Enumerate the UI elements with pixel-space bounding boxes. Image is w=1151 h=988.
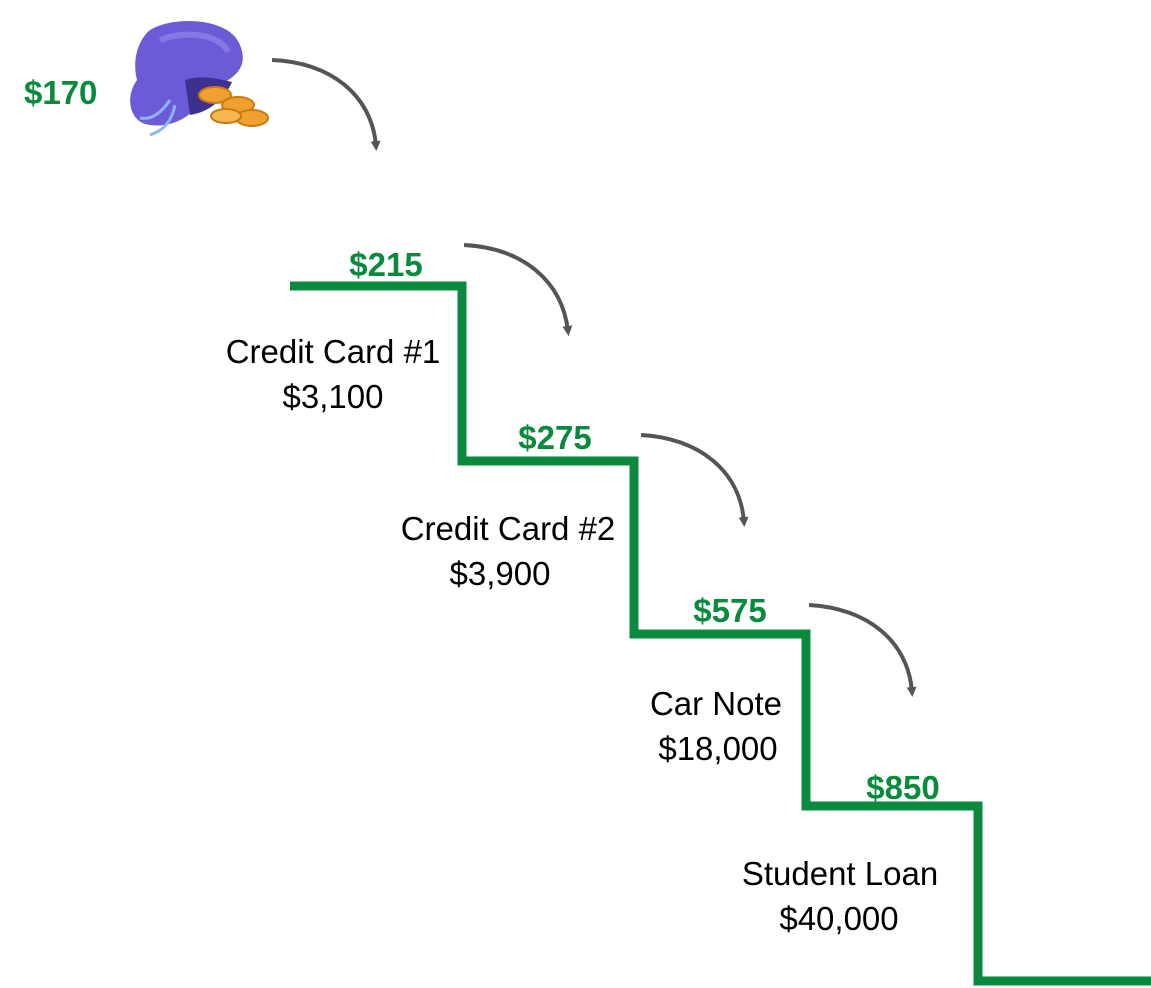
step-payment: $215 [349,246,422,283]
step-debt-balance: $3,100 [283,378,384,415]
step-payment: $575 [693,592,766,629]
curved-arrow-icon [808,603,917,697]
money-bag-icon [130,21,269,137]
step-debt-name: Car Note [650,685,782,722]
step-debt-name: Student Loan [742,855,938,892]
start-amount: $170 [24,74,97,111]
curved-arrow-icon [463,243,573,336]
step-payment: $275 [518,419,591,456]
step-debt-name: Credit Card #1 [226,333,441,370]
curved-arrow-icon [640,433,749,527]
step-debt-balance: $18,000 [658,730,777,767]
step-debt-balance: $3,900 [450,555,551,592]
curved-arrow-icon [271,58,381,151]
step-payment: $850 [866,769,939,806]
step-debt-balance: $40,000 [779,900,898,937]
step-debt-name: Credit Card #2 [401,510,616,547]
staircase-line [290,281,1151,986]
